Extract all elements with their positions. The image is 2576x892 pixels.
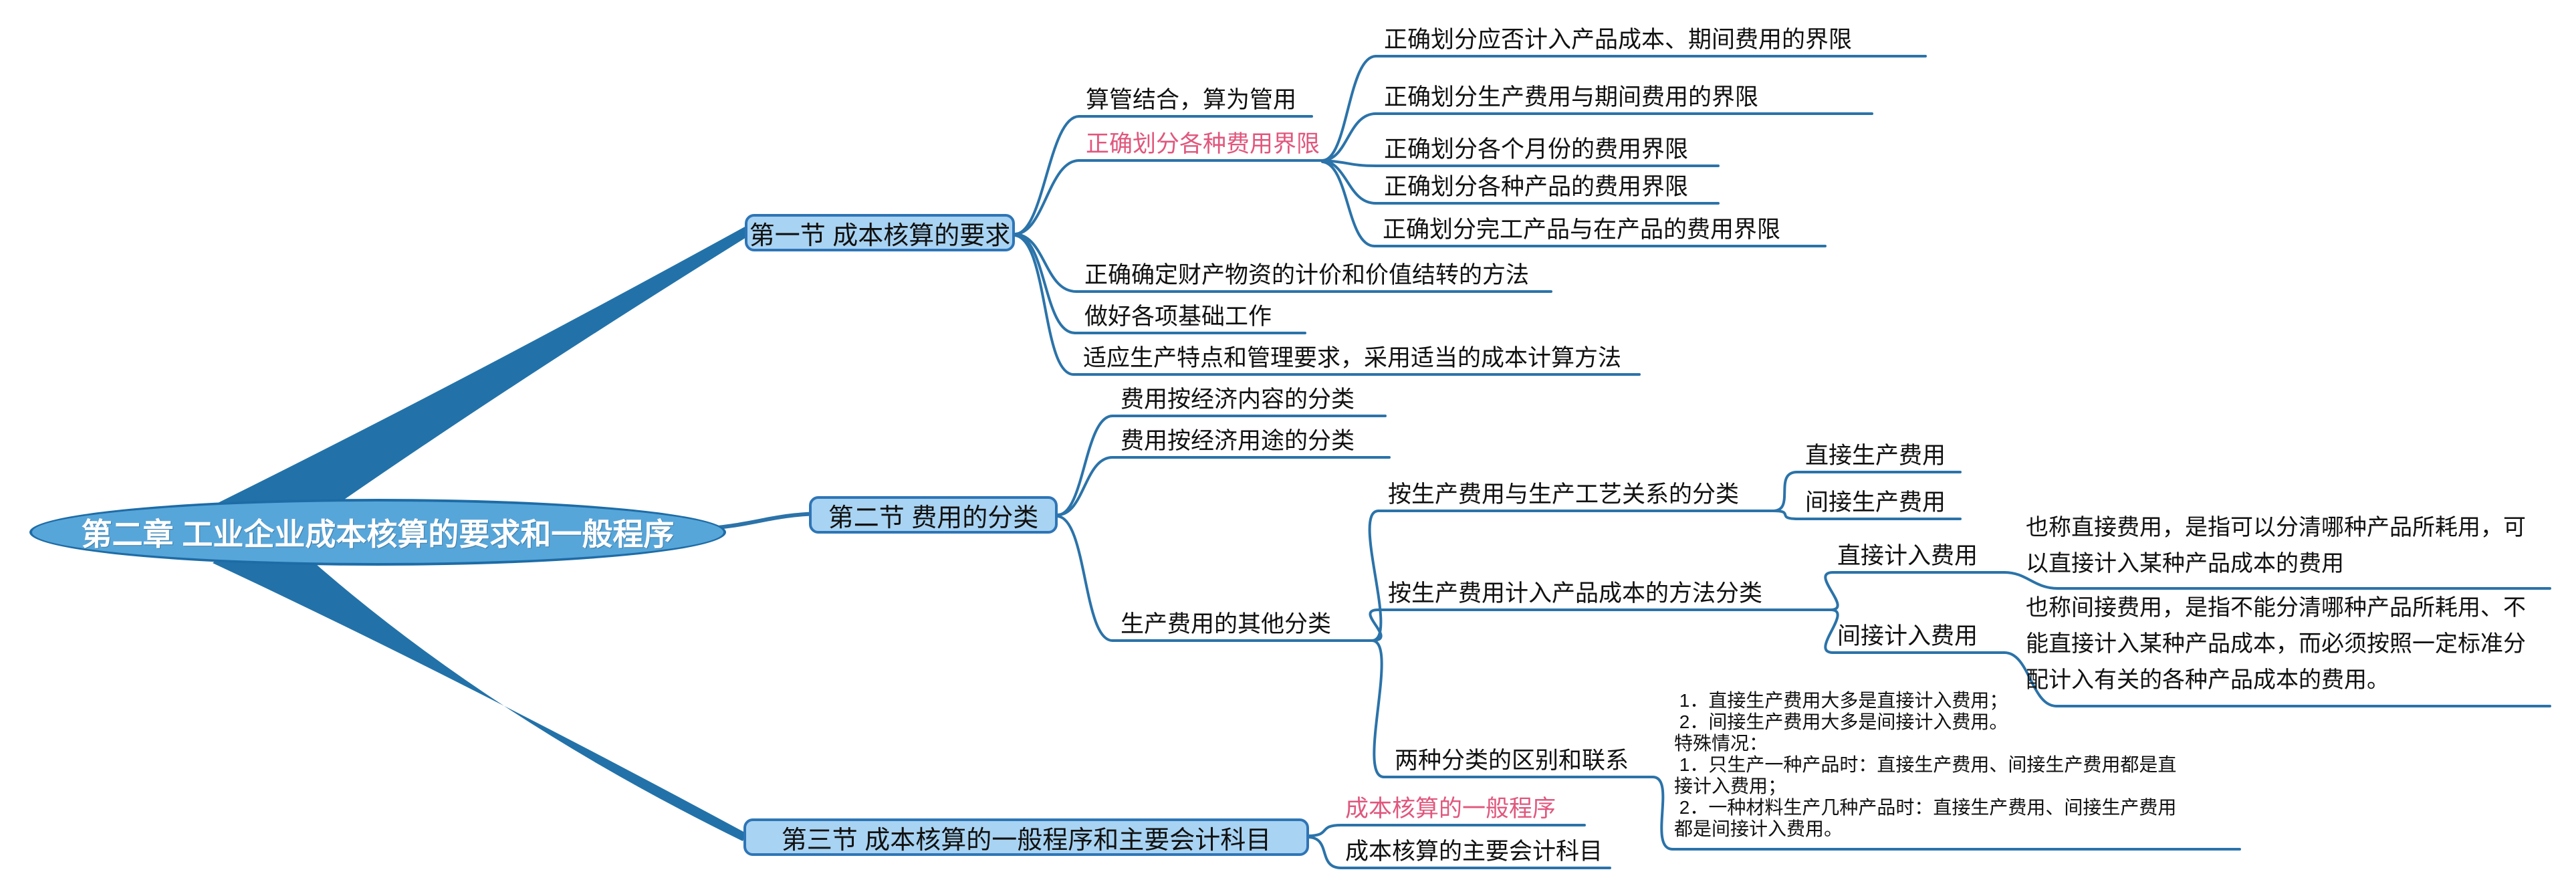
root-node[interactable]: 第二章 工业企业成本核算的要求和一般程序	[29, 499, 726, 566]
section1-label: 第一节 成本核算的要求	[749, 221, 1011, 250]
node-classify-by-economic-content[interactable]: 费用按经济内容的分类	[1121, 386, 1355, 413]
node-by-costing-method[interactable]: 按生产费用计入产品成本的方法分类	[1388, 580, 1763, 606]
node-divide-fee-boundaries[interactable]: 正确划分各种费用界限	[1086, 131, 1320, 157]
fee-boundary-connectors	[1321, 55, 1927, 247]
section3-label: 第三节 成本核算的一般程序和主要会计科目	[781, 826, 1272, 855]
node-suitable-costing-method[interactable]: 适应生产特点和管理要求，采用适当的成本计算方法	[1083, 345, 1622, 371]
branch-to-section3	[213, 520, 746, 841]
node-accounting-for-management[interactable]: 算管结合，算为管用	[1086, 87, 1297, 113]
node-boundary-product-cost-period[interactable]: 正确划分应否计入产品成本、期间费用的界限	[1384, 27, 1853, 53]
section3-node[interactable]: 第三节 成本核算的一般程序和主要会计科目	[743, 818, 1309, 856]
node-property-valuation-method[interactable]: 正确确定财产物资的计价和价值结转的方法	[1084, 262, 1530, 288]
branch-to-section1	[213, 226, 749, 550]
section1-connectors	[1014, 115, 1641, 376]
node-difference-and-relation[interactable]: 两种分类的区别和联系	[1395, 748, 1629, 774]
section2-label: 第二节 费用的分类	[828, 504, 1039, 532]
node-by-process-relation[interactable]: 按生产费用与生产工艺关系的分类	[1388, 481, 1740, 508]
process-relation-connectors	[1772, 471, 1962, 520]
section1-node[interactable]: 第一节 成本核算的要求	[745, 214, 1015, 251]
node-indirect-production-cost[interactable]: 间接生产费用	[1805, 489, 1946, 516]
section2-connectors	[1056, 415, 1391, 642]
note-indirect-charged-cost[interactable]: 也称间接费用，是指不能分清哪种产品所耗用、不 能直接计入某种产品成本，而必须按照…	[2026, 595, 2526, 693]
costing-method-connectors	[1824, 571, 2551, 707]
node-indirect-charged-cost[interactable]: 间接计入费用	[1837, 623, 1978, 649]
node-direct-production-cost[interactable]: 直接生产费用	[1805, 443, 1946, 469]
node-classify-by-economic-use[interactable]: 费用按经济用途的分类	[1121, 428, 1355, 454]
root-node-label: 第二章 工业企业成本核算的要求和一般程序	[81, 517, 675, 552]
node-boundary-production-vs-period[interactable]: 正确划分生产费用与期间费用的界限	[1384, 84, 1759, 110]
node-boundary-months[interactable]: 正确划分各个月份的费用界限	[1384, 136, 1689, 162]
node-main-accounting-subjects[interactable]: 成本核算的主要会计科目	[1345, 839, 1603, 865]
other-classification-connectors	[1368, 510, 1832, 778]
node-general-procedure[interactable]: 成本核算的一般程序	[1345, 796, 1556, 822]
section2-node[interactable]: 第二节 费用的分类	[809, 496, 1058, 534]
node-other-classifications[interactable]: 生产费用的其他分类	[1121, 611, 1332, 637]
node-basic-work[interactable]: 做好各项基础工作	[1084, 304, 1272, 330]
node-direct-charged-cost[interactable]: 直接计入费用	[1837, 543, 1978, 569]
section3-connectors	[1306, 824, 1611, 869]
note-difference-and-relation[interactable]: 1．直接生产费用大多是直接计入费用； 2．间接生产费用大多是间接计入费用。 特殊…	[1674, 690, 2177, 839]
node-boundary-finished-vs-wip[interactable]: 正确划分完工产品与在产品的费用界限	[1383, 217, 1781, 243]
note-direct-charged-cost[interactable]: 也称直接费用，是指可以分清哪种产品所耗用，可 以直接计入某种产品成本的费用	[2026, 515, 2526, 576]
difference-note-connectors	[1651, 776, 2241, 851]
node-boundary-products[interactable]: 正确划分各种产品的费用界限	[1384, 174, 1689, 200]
